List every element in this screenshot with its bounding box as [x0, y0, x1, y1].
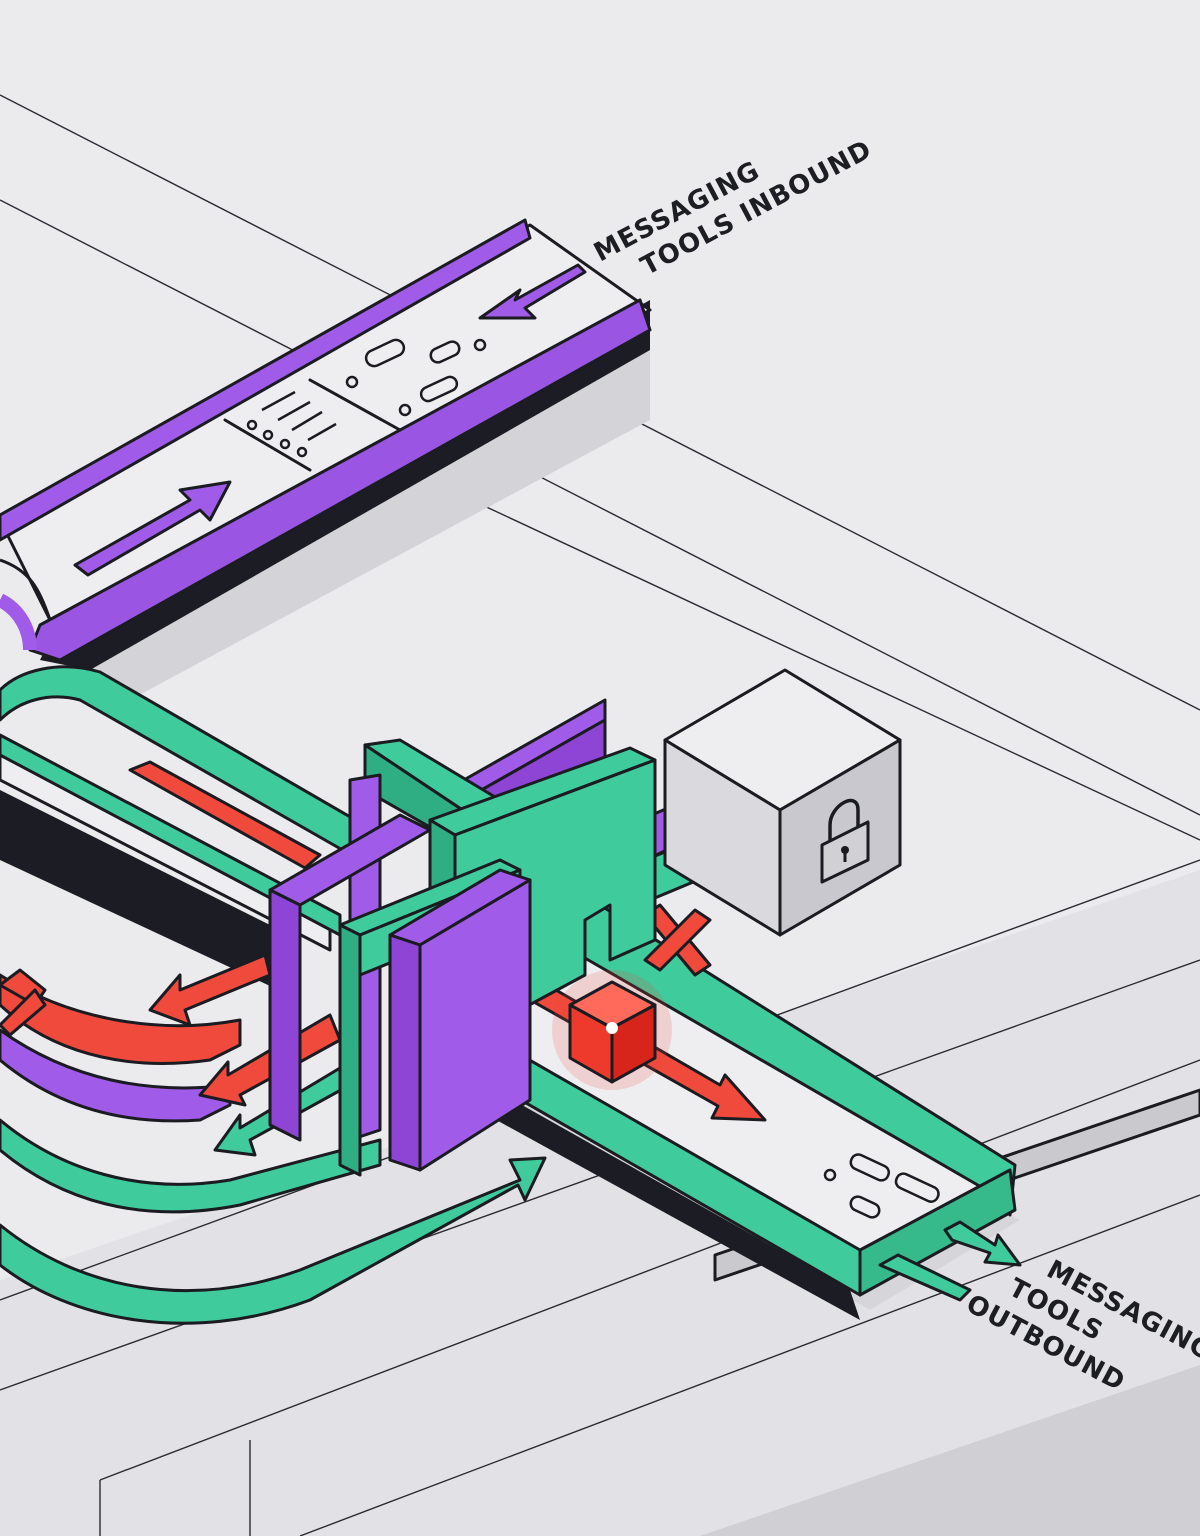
inbound-label: MESSAGING TOOLS INBOUND	[589, 135, 877, 282]
inbound-arrow-1	[478, 263, 587, 320]
glowing-cube-icon	[552, 970, 672, 1090]
green-loop-upper	[0, 665, 392, 1000]
blocked-arrow-left-1	[148, 953, 272, 1027]
padlock-icon	[820, 798, 870, 884]
outbound-arrow-exit-2	[878, 1253, 972, 1302]
list-icon	[246, 390, 337, 458]
outbound-arrow-exit-1	[943, 1220, 1022, 1267]
inbound-channel	[0, 218, 652, 700]
lower-flows	[0, 953, 547, 1325]
chat-bubbles-icon	[345, 338, 487, 417]
chat-bubbles-icon-outbound	[823, 1153, 940, 1219]
platform	[0, 94, 1200, 1536]
blocked-x-icon	[643, 903, 712, 977]
blocked-x-icon-left	[0, 968, 47, 1037]
lock-box	[663, 668, 902, 937]
inbound-arrow-2	[73, 480, 232, 577]
gate	[268, 698, 657, 1177]
